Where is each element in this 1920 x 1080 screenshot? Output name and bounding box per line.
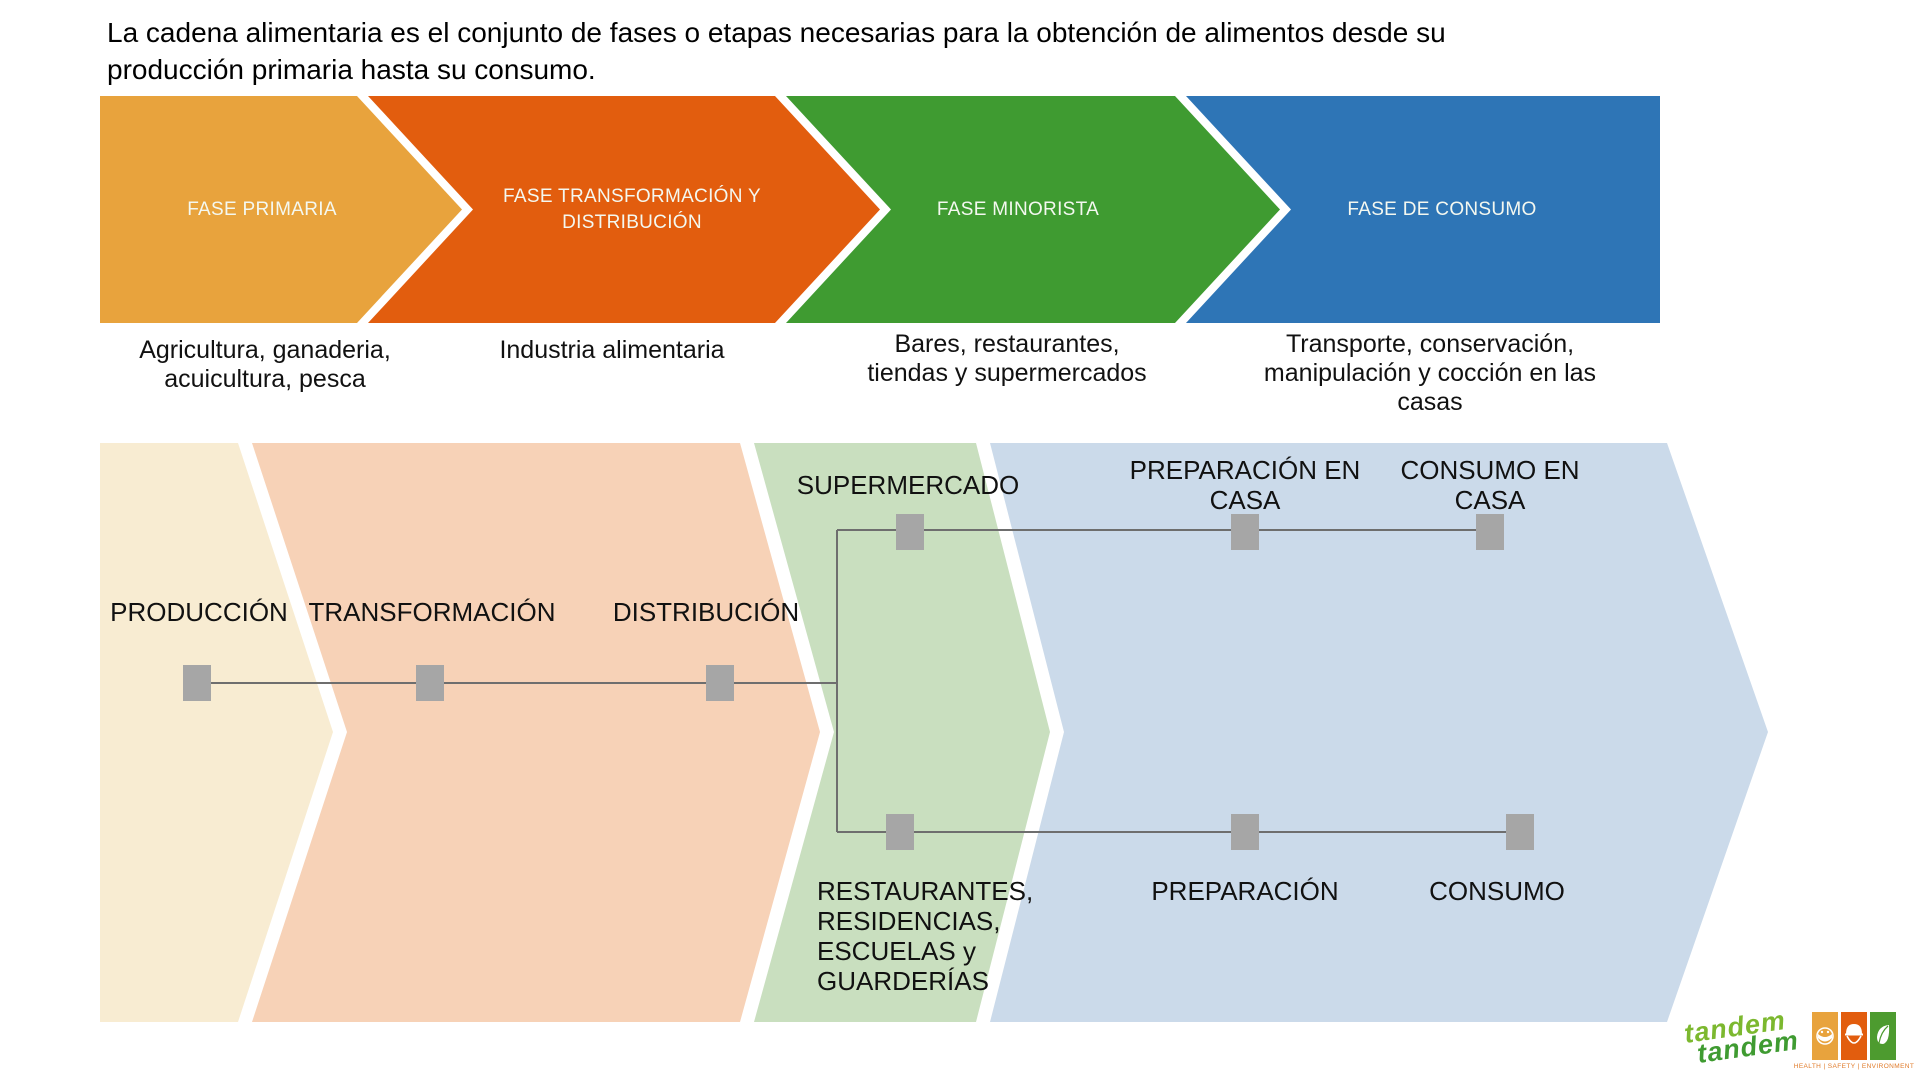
chevron-fase-primaria (100, 96, 462, 323)
flow-consumo-casa-line1: CONSUMO EN (1400, 455, 1580, 485)
desc-consumo-line3: casas (1397, 388, 1463, 416)
chevron-light-transformacion (252, 443, 820, 1022)
safety-tile (1841, 1012, 1867, 1060)
flow-restaurantes-line1: RESTAURANTES, (817, 876, 1034, 906)
flow-preparacion-casa-line2: CASA (1209, 485, 1281, 515)
environment-tile (1870, 1012, 1896, 1060)
node-restaurantes (886, 814, 914, 850)
node-distribucion (706, 665, 734, 701)
desc-primaria-line1: Agricultura, ganaderia, (139, 336, 391, 364)
desc-primaria-line2: acuicultura, pesca (164, 365, 366, 393)
fase-transformacion-label-line1: FASE TRANSFORMACIÓN Y (503, 186, 761, 207)
health-tile (1812, 1012, 1838, 1060)
chevron-light-consumo (990, 443, 1768, 1022)
flow-transformacion-label: TRANSFORMACIÓN (308, 597, 556, 627)
node-preparacion (1231, 814, 1259, 850)
node-supermercado (896, 514, 924, 550)
fase-primaria-label: FASE PRIMARIA (187, 199, 337, 220)
node-produccion (183, 665, 211, 701)
slide-title-line-2: producción primaria hasta su consumo. (107, 54, 596, 85)
chevron-fase-consumo (1186, 96, 1660, 323)
desc-minorista-line2: tiendas y supermercados (867, 359, 1147, 387)
fase-consumo-label: FASE DE CONSUMO (1347, 199, 1537, 220)
desc-transformacion: Industria alimentaria (499, 336, 725, 364)
safety-helmet-icon (1845, 1024, 1863, 1044)
chevron-light-produccion (100, 443, 333, 1022)
desc-minorista-line1: Bares, restaurantes, (894, 330, 1120, 358)
flow-supermercado-label: SUPERMERCADO (796, 470, 1020, 500)
chevron-fase-minorista (786, 96, 1280, 323)
fase-minorista-label: FASE MINORISTA (936, 199, 1100, 220)
chevron-fase-transformacion (368, 96, 880, 323)
chevron-light-minorista (754, 443, 1050, 1022)
flow-restaurantes-line4: GUARDERÍAS (817, 966, 989, 996)
health-mask-icon (1816, 1027, 1834, 1045)
node-transformacion (416, 665, 444, 701)
desc-consumo-line2: manipulación y cocción en las (1263, 359, 1597, 387)
node-consumo (1506, 814, 1534, 850)
flow-restaurantes-line2: RESIDENCIAS, (817, 906, 1001, 936)
logo-caption: HEALTH | SAFETY | ENVIRONMENT (1793, 1063, 1915, 1070)
flow-restaurantes-line3: ESCUELAS y (817, 936, 976, 966)
flow-produccion-label: PRODUCCIÓN (110, 597, 288, 627)
flow-preparacion-casa-line1: PREPARACIÓN EN (1129, 455, 1361, 485)
flow-consumo-label: CONSUMO (1429, 876, 1565, 906)
flow-preparacion-label: PREPARACIÓN (1151, 876, 1339, 906)
flow-consumo-casa-line2: CASA (1454, 485, 1526, 515)
flow-distribucion-label: DISTRIBUCIÓN (612, 597, 800, 627)
fase-transformacion-label-line2: DISTRIBUCIÓN (562, 212, 702, 233)
slide-title-line-1: La cadena alimentaria es el conjunto de … (107, 17, 1446, 48)
node-preparacion-casa (1231, 514, 1259, 550)
desc-consumo-line1: Transporte, conservación, (1285, 330, 1575, 358)
environment-leaf-icon (1877, 1025, 1890, 1044)
node-consumo-casa (1476, 514, 1504, 550)
